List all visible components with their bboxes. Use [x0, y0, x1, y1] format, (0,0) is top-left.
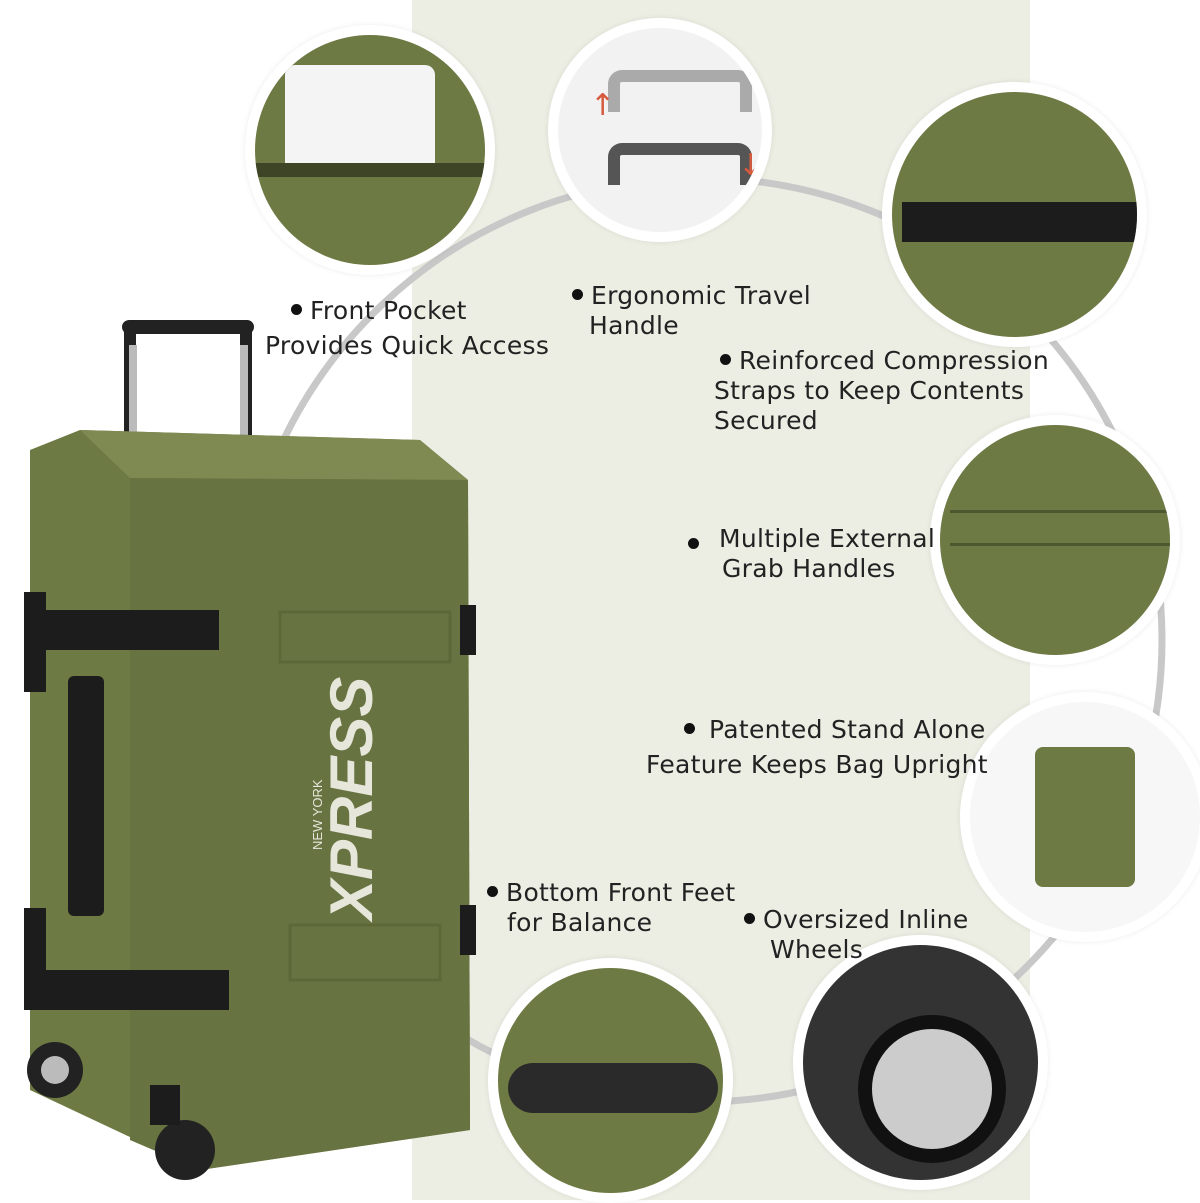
- bullet-icon: [688, 537, 699, 549]
- brand-logo-subtitle: NEW YORK: [310, 779, 325, 850]
- feature-label-grab-handles: Multiple External Grab Handles: [688, 524, 935, 584]
- bullet-icon: [487, 885, 498, 897]
- bullet-icon: [744, 912, 755, 924]
- grab-handles-detail: [930, 415, 1180, 665]
- stand-alone-detail: [960, 692, 1200, 942]
- brand-logo: XPRESS: [318, 677, 385, 923]
- bullet-icon: [572, 288, 583, 300]
- bullet-icon: [684, 722, 695, 734]
- feature-label-stand-alone: Patented Stand Alone Feature Keeps Bag U…: [646, 715, 988, 779]
- front-feet-detail: [488, 958, 733, 1203]
- feature-label-inline-wheels: Oversized Inline Wheels: [744, 905, 969, 965]
- compression-strap-detail: [882, 82, 1147, 347]
- feature-label-compression-straps: Reinforced Compression Straps to Keep Co…: [714, 346, 1050, 435]
- travel-handle-detail: ↑ ↓: [548, 18, 772, 242]
- front-pocket-detail: [245, 25, 495, 275]
- feature-label-front-feet: Bottom Front Feet for Balance: [487, 878, 736, 938]
- feature-label-front-pocket: Front Pocket Provides Quick Access: [265, 296, 550, 360]
- feature-label-travel-handle: Ergonomic Travel Handle: [572, 281, 811, 341]
- inline-wheels-detail: [793, 935, 1048, 1190]
- bullet-icon: [720, 353, 731, 365]
- bullet-icon: [291, 303, 302, 315]
